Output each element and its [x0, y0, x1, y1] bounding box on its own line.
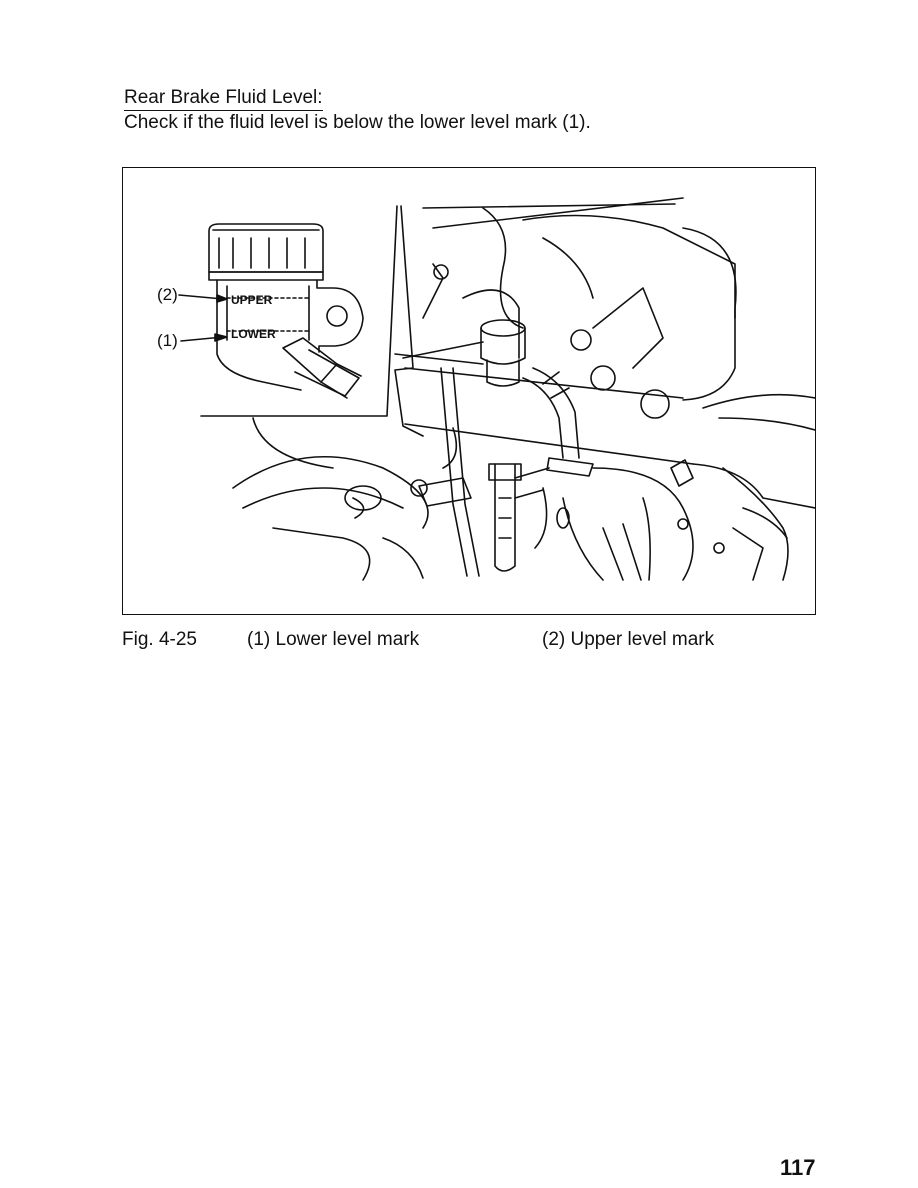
- figure-illustration: (2) (1) UPPER LOWER: [122, 167, 816, 615]
- section-heading: Rear Brake Fluid Level:: [124, 86, 323, 111]
- caption-upper-level-mark: (2) Upper level mark: [542, 629, 715, 650]
- caption-lower-level-mark: (1) Lower level mark: [247, 629, 420, 650]
- upper-mark-label: UPPER: [231, 293, 273, 307]
- inset-frame: [200, 205, 398, 417]
- brake-assembly-drawing: [232, 197, 815, 581]
- callout-lower-number: (1): [157, 331, 178, 350]
- callout-upper-number: (2): [157, 285, 178, 304]
- instruction-text: Check if the fluid level is below the lo…: [124, 112, 591, 133]
- reservoir-inset-drawing: [208, 223, 364, 399]
- figure-number: Fig. 4-25: [122, 629, 197, 650]
- callout-leaders: [178, 294, 228, 342]
- zoom-line: [394, 353, 484, 365]
- lower-mark-label: LOWER: [231, 327, 276, 341]
- page-number: 117: [780, 1155, 816, 1180]
